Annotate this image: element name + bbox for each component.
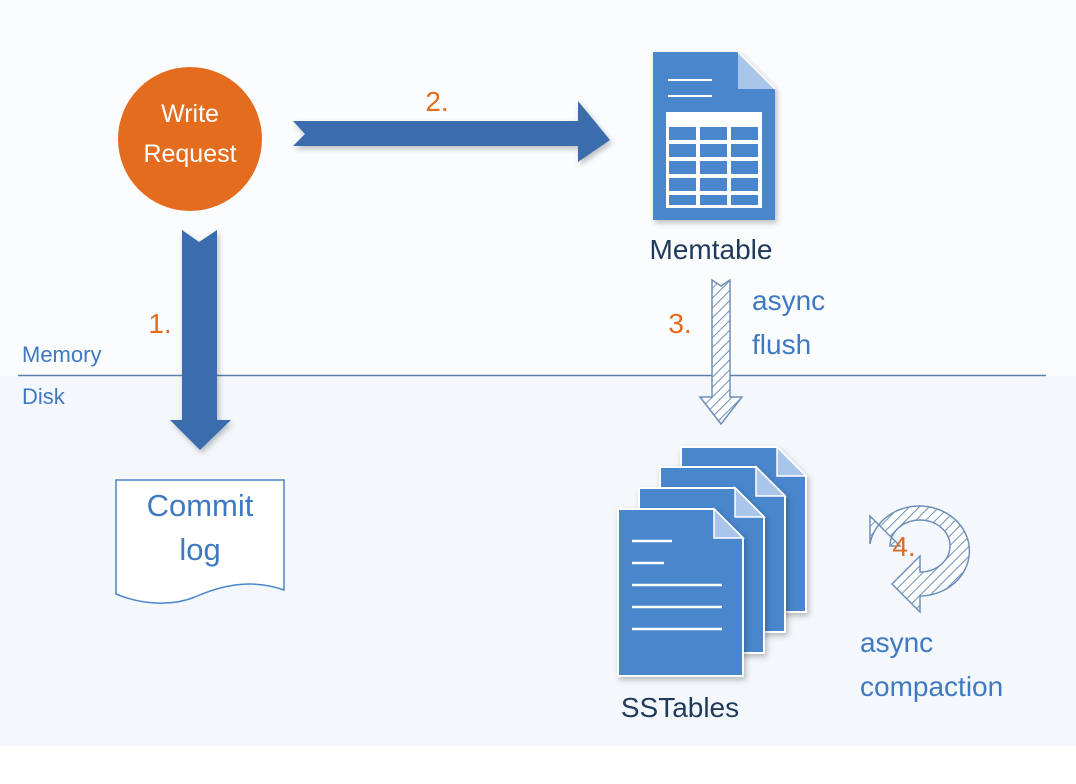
commit-log-icon: Commit log [115,479,285,604]
write-request-circle [118,67,262,211]
arrow-to-memtable [293,101,610,162]
write-request-node: Write Request [118,67,262,211]
disk-label: Disk [22,384,66,409]
commit-log-line1: Commit [147,488,254,523]
flush-arrow [698,278,744,426]
memtable-document-icon [653,51,776,220]
arrow-to-commit-log [170,230,231,450]
sstables-label: SSTables [621,692,739,723]
compaction-label-line2: compaction [860,671,1003,702]
write-request-line2: Request [143,140,236,168]
write-request-line1: Write [161,100,219,128]
commit-log-line2: log [179,532,220,567]
step2-label: 2. [425,86,448,117]
flush-label-line2: flush [752,329,811,360]
sstable-document [617,507,745,677]
compaction-cycle-icon [869,505,971,614]
step3-label: 3. [668,308,691,339]
memtable-label: Memtable [650,234,773,265]
compaction-label-line1: async [860,627,933,658]
flush-label-line1: async [752,285,825,316]
memory-label: Memory [22,342,101,367]
step1-label: 1. [148,308,171,339]
sstables-stack-icon [617,445,808,677]
step4-label: 4. [892,531,915,562]
